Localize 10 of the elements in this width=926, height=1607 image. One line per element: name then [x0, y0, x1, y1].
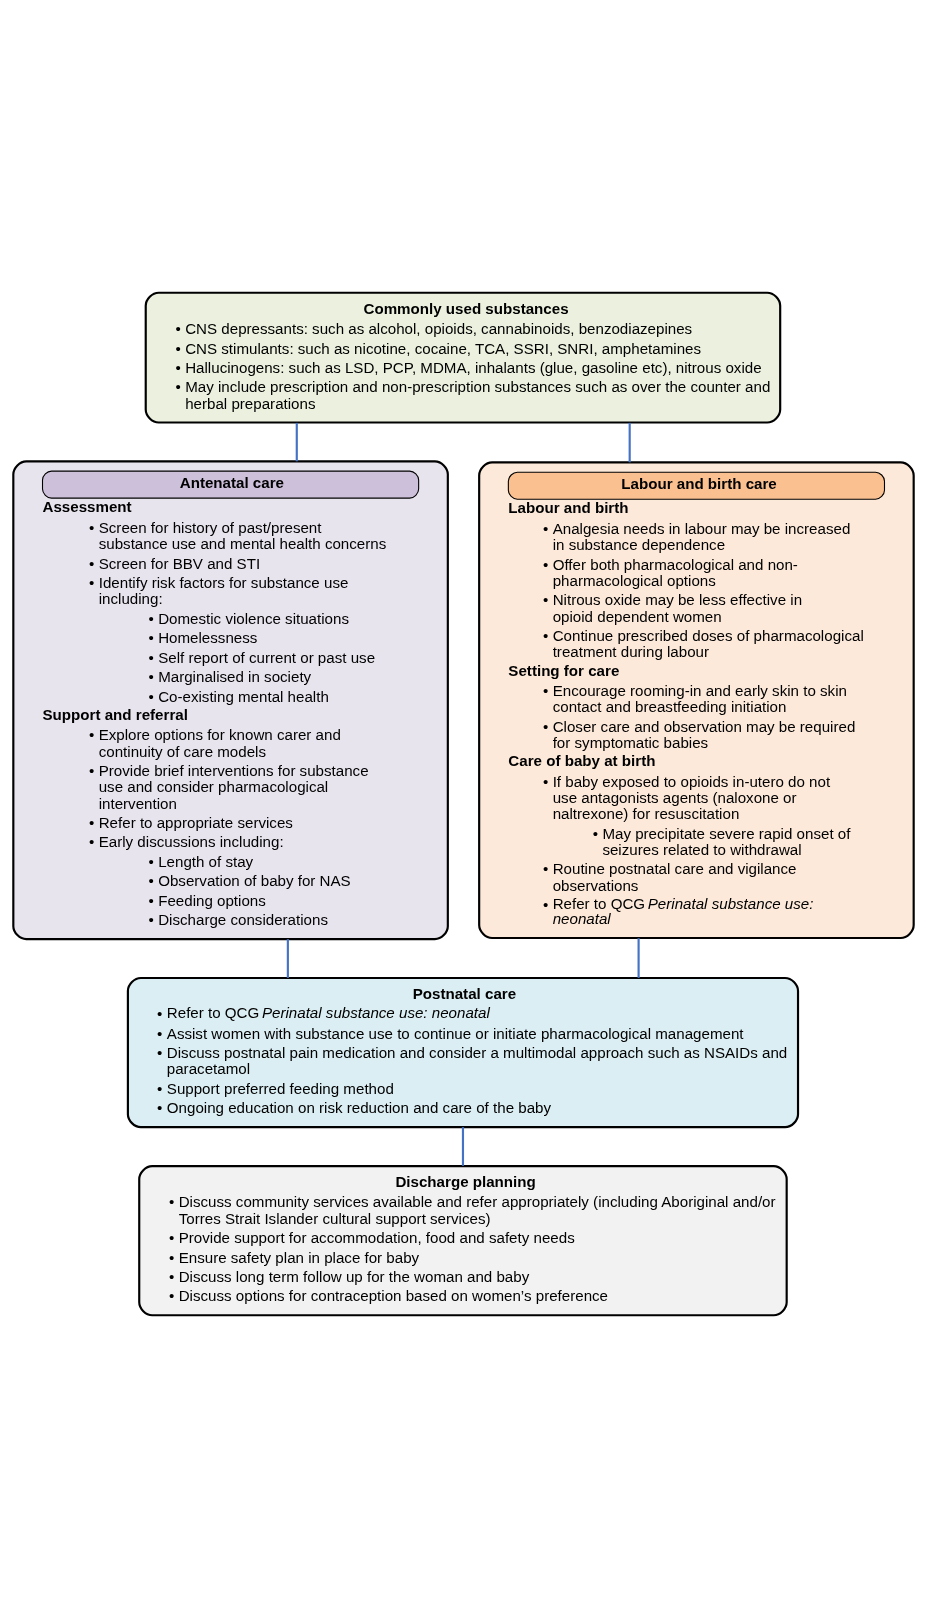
connector [628, 422, 631, 462]
node-box: Commonly used substances • CNS depressants: such as alcohol, opioids, cannabinoids, benzodiazepines • CNS stimulants: such as nicotine, cocaine, TCA, SSRI, SNRI, amphetamines • Hallucinogens: such as LSD, PCP, MDMA, inhalants (glue, gasoline etc), nitrous oxide • May include prescription and non-prescription substances such as over the counter and herbal preparations [144, 291, 781, 424]
connector [295, 422, 298, 461]
node-box: Postnatal care • Refer to QCG Perinatal substance use: neonatal • Assist women with substance use to continue or initiate pharmacological management • Discuss postnatal pain medication and consider a multimodal approach such as NSAIDs and paracetamol • Support preferred feeding method • Ongoing education on risk reduction and care of the baby [126, 976, 799, 1128]
connector [461, 1126, 464, 1166]
node-box: Antenatal care Assessment • Screen for history of past/present substance use and mental health concerns • Screen for BBV and STI • Identify risk factors for substance use including: • Domestic violence situations • Homelessness • Self report of current or past use • Marginalised in society • Co-existing mental health Support and referral • Explore options for known carer and continuity of care models • Provide brief interventions for substance use and consider pharmacological intervention • Refer to appropriate services • Early discussions including: • Length of stay • Observation of baby for NAS • Feeding options • Discharge considerations [11, 459, 449, 940]
connector [637, 937, 640, 978]
node-box: Discharge planning • Discuss community services available and refer appropriately (including Aboriginal and/or Torres Strait Islander cultural support services) • Provide support for accommodation, food and safety needs • Ensure safety plan in place for baby • Discuss long term follow up for the woman and baby • Discuss options for contraception based on women’s preference [137, 1164, 788, 1316]
node-box: Labour and birth care Labour and birth • Analgesia needs in labour may be increased in substance dependence • Offer both pharmacological and non-pharmacological options • Nitrous oxide may be less effective in opioid dependent women • Continue prescribed doses of pharmacological treatment during labour Setting for care • Encourage rooming-in and early skin to skin contact and breastfeeding initiation • Closer care and observation may be required for symptomatic babies Care of baby at birth • If baby exposed to opioids in-utero do not use antagonists agents (naloxone or naltrexone) for resuscitation • May precipitate severe rapid onset of seizures related to withdrawal • Routine postnatal care and vigilance observations • Refer to QCG Perinatal substance use: neonatal [477, 460, 915, 939]
connector [286, 938, 289, 978]
